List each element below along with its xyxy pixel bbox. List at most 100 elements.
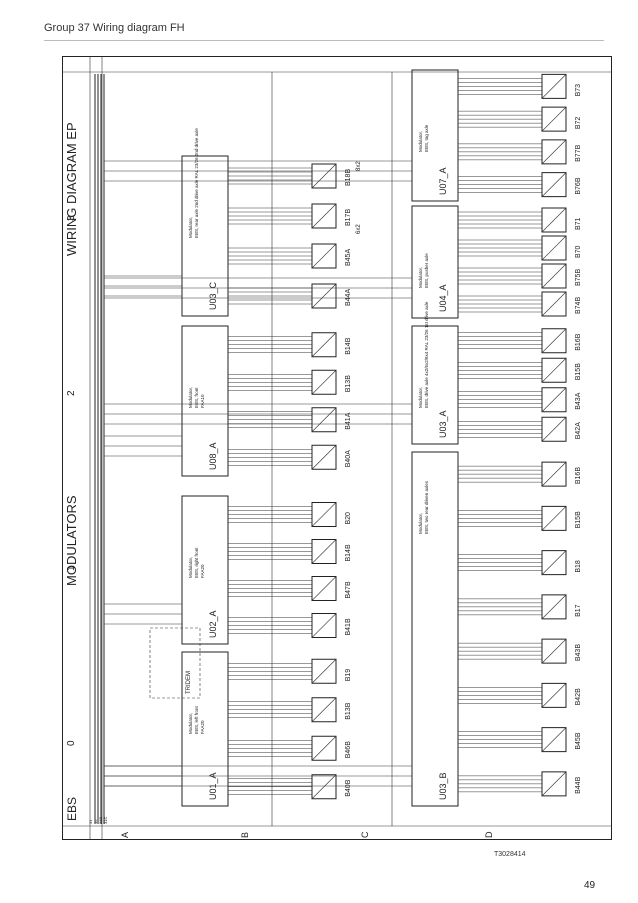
sensor-label: B43A — [575, 392, 582, 409]
sensor-label: B70 — [575, 245, 582, 258]
sensor-label: B17 — [575, 604, 582, 617]
diagram-frame — [62, 56, 612, 840]
sensor-label: B14B — [345, 544, 352, 561]
sensor-label: B43B — [575, 644, 582, 661]
sensor-label: B42B — [575, 688, 582, 705]
sensor-b18: B18 — [541, 550, 582, 576]
module-id: U07_A — [438, 167, 448, 195]
sensor-label: B18B — [345, 169, 352, 186]
sensor-b45a: B45A — [311, 243, 352, 269]
diagram-title: WIRING DIAGRAM EP — [64, 122, 79, 256]
sensor-label: B44B — [575, 776, 582, 793]
option-label-8x2: 8x2 — [356, 161, 362, 171]
sensor-label: B73 — [575, 84, 582, 97]
column-number-3: 3 — [66, 215, 77, 221]
sensor-b40a: B40A — [311, 444, 352, 470]
sensor-b71: B71 — [541, 207, 582, 233]
sensor-b74b: B74B — [541, 291, 582, 317]
sensor-label: B45A — [345, 249, 352, 266]
module-id: U04_A — [438, 284, 448, 312]
sensor-b16b: B16B — [541, 461, 582, 487]
module-code: FAA10 — [200, 394, 205, 408]
module-name-line: Modulator, — [418, 267, 423, 288]
sensor-b14b: B14B — [311, 539, 352, 564]
sensor-b18b: B18B — [311, 163, 352, 189]
module-id: U03_A — [438, 410, 448, 438]
sensor-label: B44A — [345, 289, 352, 306]
document-id: T3028414 — [494, 851, 526, 858]
ground-label-31c: 31C — [103, 817, 108, 824]
sensor-label: B46B — [345, 741, 352, 758]
sensor-b75b: B75B — [541, 263, 582, 289]
sensor-b44b: B44B — [541, 771, 582, 797]
module-name-line: EBS, left front — [194, 705, 199, 734]
sensor-b43a: B43A — [541, 387, 582, 413]
sensor-label: B20 — [345, 512, 352, 525]
sensor-b13b: B13B — [311, 369, 352, 395]
system-label: EBS — [65, 797, 79, 821]
sensor-b44a: B44A — [311, 283, 352, 309]
sensor-label: B17B — [345, 209, 352, 226]
sensor-b70: B70 — [541, 235, 582, 261]
sensor-b76b: B76B — [541, 172, 582, 198]
sensor-label: B40A — [345, 450, 352, 467]
column-number-0: 0 — [66, 740, 77, 746]
sensor-label: B41B — [345, 618, 352, 635]
column-number-2: 2 — [66, 390, 77, 396]
sensor-b45b: B45B — [541, 727, 582, 753]
sensor-label: B18 — [575, 560, 582, 573]
module-name-line: Modulator, — [418, 387, 423, 408]
bus-lines — [94, 74, 105, 824]
sensor-label: B13B — [345, 375, 352, 392]
module-name-line: Modulator, — [418, 131, 423, 152]
header-divider — [44, 40, 604, 41]
sensor-label: B41A — [345, 412, 352, 429]
sensor-b47b: B47B — [311, 576, 352, 601]
ground-label-15: 15 — [93, 819, 98, 824]
module-name-line: EBS, tag axle — [424, 124, 429, 152]
option-label-6x2: 6x2 — [356, 224, 362, 234]
tridem-label: TRIDEM — [186, 671, 192, 694]
module-name-line: Modulator, — [188, 217, 193, 238]
sensor-b46b: B46B — [311, 735, 352, 761]
sensor-b42a: B42A — [541, 416, 582, 442]
module-name-line: Modulator, — [418, 513, 423, 534]
sensor-b13b: B13B — [311, 697, 352, 723]
sensor-b14b: B14B — [311, 332, 352, 358]
section-title: MODULATORS — [64, 495, 79, 586]
sensor-b73: B73 — [541, 73, 582, 99]
module-name-line: Modulator, — [188, 387, 193, 408]
ground-label-31b: 31B — [98, 817, 103, 824]
column-number-1: 1 — [66, 565, 77, 571]
sensor-b42b: B42B — [541, 682, 582, 708]
sensor-label: B77B — [575, 144, 582, 161]
tridem-box — [149, 627, 201, 699]
sensor-label: B14B — [345, 337, 352, 354]
ground-label-31: 31 — [88, 819, 93, 824]
sensor-b43b: B43B — [541, 638, 582, 664]
sensor-label: B15B — [575, 363, 582, 380]
sensor-label: B76B — [575, 177, 582, 194]
row-letter-c: C — [360, 831, 370, 838]
sensor-label: B19 — [345, 669, 352, 682]
sensor-label: B74B — [575, 297, 582, 314]
module-code: FAA20 — [200, 564, 205, 578]
sensor-label: B72 — [575, 117, 582, 130]
module-id: U03_C — [208, 281, 218, 310]
sensor-b17b: B17B — [311, 203, 352, 229]
page-header-title: Group 37 Wiring diagram FH — [44, 22, 185, 34]
module-name-line: Modulator, — [188, 713, 193, 734]
sensor-b17: B17 — [541, 594, 582, 620]
sensor-label: B16B — [575, 333, 582, 350]
sensor-label: B75B — [575, 269, 582, 286]
module-id: U08_A — [208, 442, 218, 470]
sensor-label: B13B — [345, 702, 352, 719]
sensor-b72: B72 — [541, 106, 582, 132]
module-name-line: EBS, two rear driven axles — [424, 480, 429, 534]
